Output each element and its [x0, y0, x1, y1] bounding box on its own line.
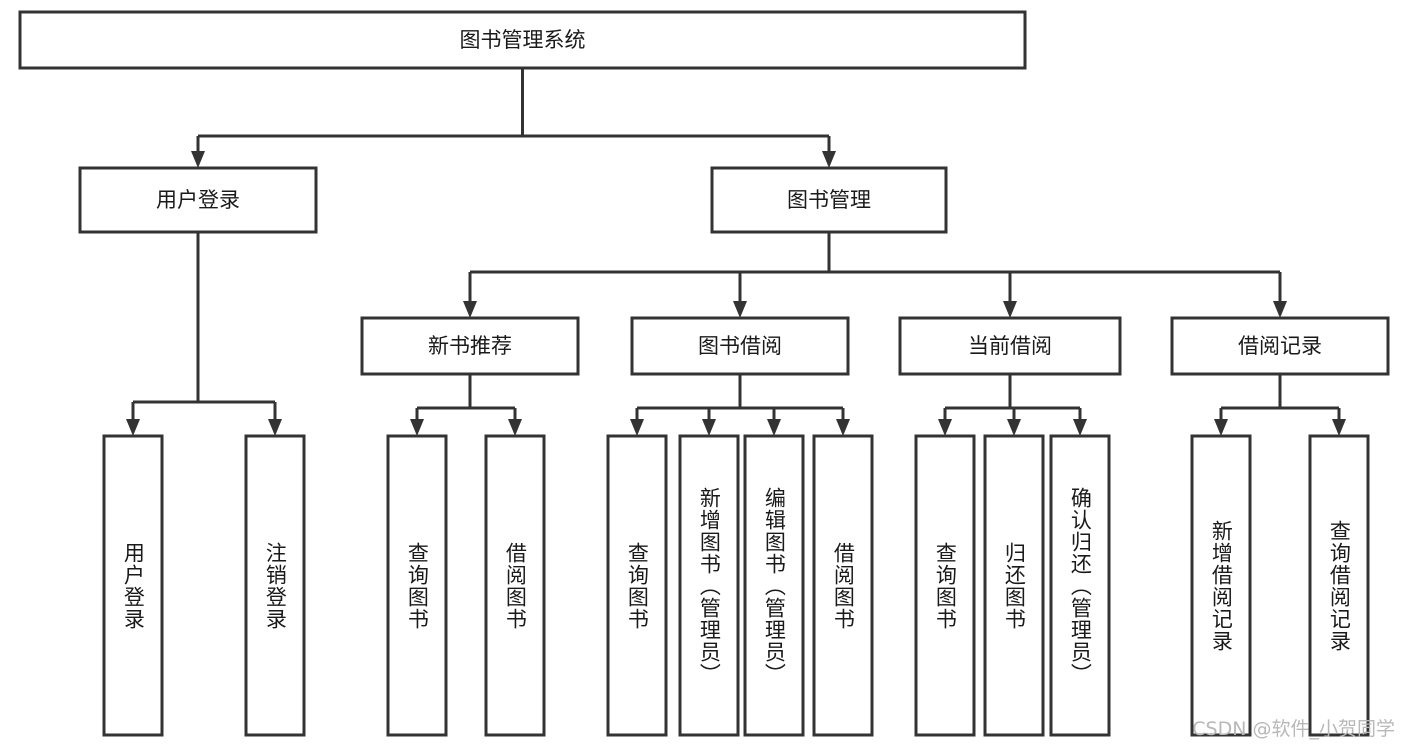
- node-borrow-record-label: 借阅记录: [1238, 334, 1322, 358]
- node-new-book-rec-label: 新书推荐: [428, 334, 512, 358]
- node-book-borrow-label: 图书借阅: [698, 334, 782, 358]
- arrow-head-icon: [1214, 419, 1228, 436]
- leaf-node-box[interactable]: [743, 434, 805, 737]
- leaf-node-box[interactable]: [914, 434, 976, 737]
- arrow-head-icon: [1332, 419, 1346, 436]
- arrow-head-icon: [1003, 301, 1017, 318]
- node-current-borrow-label: 当前借阅: [968, 334, 1052, 358]
- node-book-manage-label: 图书管理: [787, 188, 871, 212]
- arrow-head-icon: [702, 419, 716, 436]
- node-book-manage-rect: [710, 166, 948, 234]
- leaf-node-box[interactable]: [812, 434, 874, 737]
- leaf-node-box[interactable]: [1308, 434, 1370, 737]
- arrow-head-icon: [767, 419, 781, 436]
- arrow-head-icon: [410, 419, 424, 436]
- node-user-login[interactable]: 用户登录: [78, 166, 318, 234]
- arrow-head-icon: [938, 419, 952, 436]
- node-user-login-label: 用户登录: [156, 188, 240, 212]
- arrow-head-icon: [1273, 301, 1287, 318]
- arrow-head-icon: [1073, 419, 1087, 436]
- leaf-node-box[interactable]: [1190, 434, 1252, 737]
- node-new-book-rec[interactable]: 新书推荐: [360, 316, 580, 376]
- root-node-system[interactable]: 图书管理系统: [18, 10, 1027, 70]
- node-new-book-rec-rect: [360, 316, 580, 376]
- arrow-head-icon: [733, 301, 747, 318]
- leaf-node-box[interactable]: [606, 434, 668, 737]
- node-book-borrow-rect: [630, 316, 850, 376]
- root-node-system-rect: [18, 10, 1027, 70]
- arrow-head-icon: [126, 419, 140, 436]
- node-book-manage[interactable]: 图书管理: [710, 166, 948, 234]
- arrow-head-icon: [268, 419, 282, 436]
- arrow-head-icon: [836, 419, 850, 436]
- arrow-head-icon: [508, 419, 522, 436]
- connectors-layer: [126, 68, 1346, 436]
- arrow-head-icon: [822, 151, 836, 168]
- leaf-node-box[interactable]: [484, 434, 546, 737]
- leaf-node-box[interactable]: [102, 434, 164, 737]
- watermark-text: CSDN @软件_小贺同学: [1192, 718, 1395, 740]
- leaf-node-box[interactable]: [983, 434, 1045, 737]
- arrow-head-icon: [191, 151, 205, 168]
- leaf-node-box[interactable]: [1049, 434, 1111, 737]
- node-user-login-rect: [78, 166, 318, 234]
- node-current-borrow[interactable]: 当前借阅: [898, 316, 1122, 376]
- node-current-borrow-rect: [898, 316, 1122, 376]
- arrow-head-icon: [1007, 419, 1021, 436]
- leaf-node-box[interactable]: [386, 434, 448, 737]
- root-node-system-label: 图书管理系统: [460, 28, 586, 52]
- node-borrow-record-rect: [1170, 316, 1390, 376]
- leaf-node-box[interactable]: [678, 434, 740, 737]
- node-borrow-record[interactable]: 借阅记录: [1170, 316, 1390, 376]
- arrow-head-icon: [630, 419, 644, 436]
- leaf-node-box[interactable]: [244, 434, 306, 737]
- arrow-head-icon: [463, 301, 477, 318]
- node-book-borrow[interactable]: 图书借阅: [630, 316, 850, 376]
